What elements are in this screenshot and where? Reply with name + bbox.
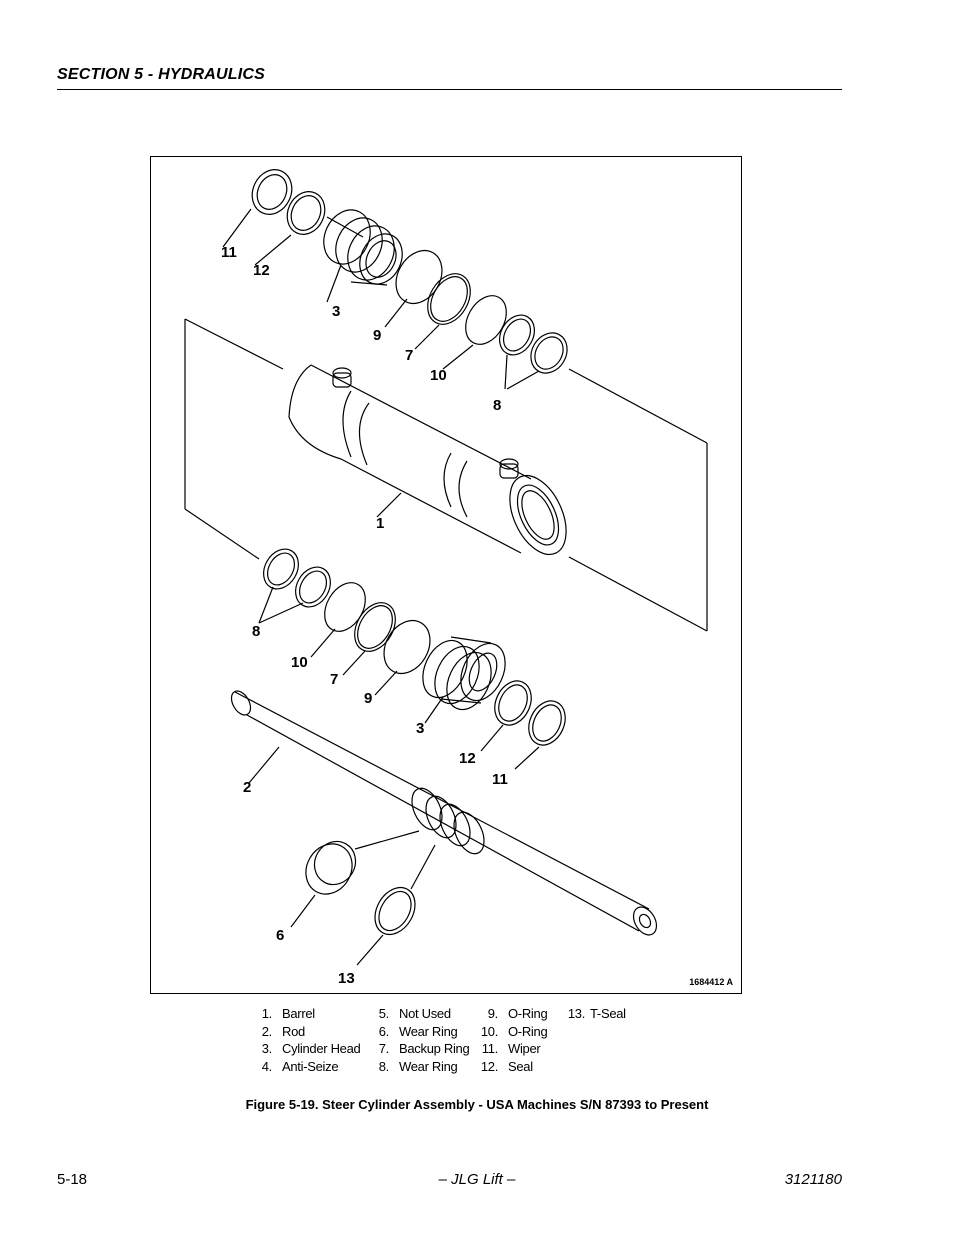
callout-1: 1 (376, 515, 385, 532)
wear-rings-lower (263, 548, 331, 608)
callout-8-upper: 8 (493, 397, 502, 414)
legend-item: 8.Wear Ring (378, 1058, 458, 1074)
cylinder-head-lower (422, 636, 506, 711)
legend-item: 6.Wear Ring (378, 1023, 458, 1039)
callout-8-lower: 8 (252, 623, 261, 640)
o-ring-10-lower (324, 582, 366, 632)
legend-item: 9.O-Ring (487, 1006, 548, 1021)
t-seal-13 (374, 886, 416, 936)
steer-cylinder-drawing (184, 169, 708, 966)
footer-document-number: 3121180 (784, 1171, 842, 1188)
o-ring-lower (383, 619, 431, 675)
callout-6: 6 (276, 927, 285, 944)
callout-10-upper: 10 (430, 367, 447, 384)
legend-column-2: 5.Not Used 6.Wear Ring 7.Backup Ring 8.W… (369, 1005, 470, 1075)
exploded-view-figure: 11 12 3 9 7 10 8 1 8 10 7 9 3 12 11 2 6 … (150, 156, 742, 994)
legend-item: 2.Rod (261, 1023, 306, 1039)
legend-item: 13.T-Seal (567, 1006, 626, 1021)
callout-12-lower: 12 (459, 750, 476, 767)
callout-9-lower: 9 (364, 690, 373, 707)
legend-column-3: 9.O-Ring 10.O-Ring 11.Wiper 12.Seal (480, 1005, 548, 1075)
legend-column-1: 1.Barrel 2.Rod 3.Cylinder Head 4.Anti-Se… (252, 1005, 361, 1075)
drawing-number: 1684412 A (689, 977, 733, 987)
backup-ring-upper (427, 273, 471, 325)
footer-center-title: – JLG Lift – (438, 1171, 516, 1188)
callout-12-upper: 12 (253, 262, 270, 279)
callout-10-lower: 10 (291, 654, 308, 671)
seal-ring-lower (494, 680, 532, 726)
callout-9-upper: 9 (373, 327, 382, 344)
cylinder-head-upper (323, 209, 403, 286)
legend-item: 5.Not Used (378, 1006, 451, 1021)
legend-item: 4.Anti-Seize (261, 1058, 339, 1074)
callout-3-upper: 3 (332, 303, 341, 320)
wear-rings-upper (499, 314, 568, 374)
callout-7-upper: 7 (405, 347, 414, 364)
rod (230, 690, 658, 936)
legend-item: 1.Barrel (261, 1006, 315, 1021)
wiper-ring-upper (251, 169, 293, 215)
figure-caption: Figure 5-19. Steer Cylinder Assembly - U… (245, 1097, 709, 1112)
section-title: SECTION 5 - HYDRAULICS (57, 66, 265, 83)
legend-item: 3.Cylinder Head (261, 1041, 361, 1056)
legend-item: 12.Seal (480, 1058, 533, 1074)
callout-2: 2 (243, 779, 252, 796)
callout-7-lower: 7 (330, 671, 339, 688)
footer-page-number: 5-18 (57, 1171, 88, 1188)
legend-column-4: 13.T-Seal (567, 1005, 626, 1023)
legend-item: 10.O-Ring (480, 1023, 548, 1039)
legend-item: 11.Wiper (481, 1041, 541, 1056)
callout-11-upper: 11 (221, 244, 237, 261)
callout-3-lower: 3 (416, 720, 425, 737)
header-rule (57, 89, 842, 90)
seal-ring-upper (286, 191, 326, 235)
legend-item: 7.Backup Ring (378, 1041, 470, 1056)
wiper-ring-lower (528, 700, 566, 746)
wear-ring-6 (305, 840, 357, 895)
callout-13: 13 (338, 970, 355, 987)
callout-11-lower: 11 (492, 771, 508, 788)
barrel (288, 364, 567, 555)
backup-ring-lower (354, 602, 396, 652)
